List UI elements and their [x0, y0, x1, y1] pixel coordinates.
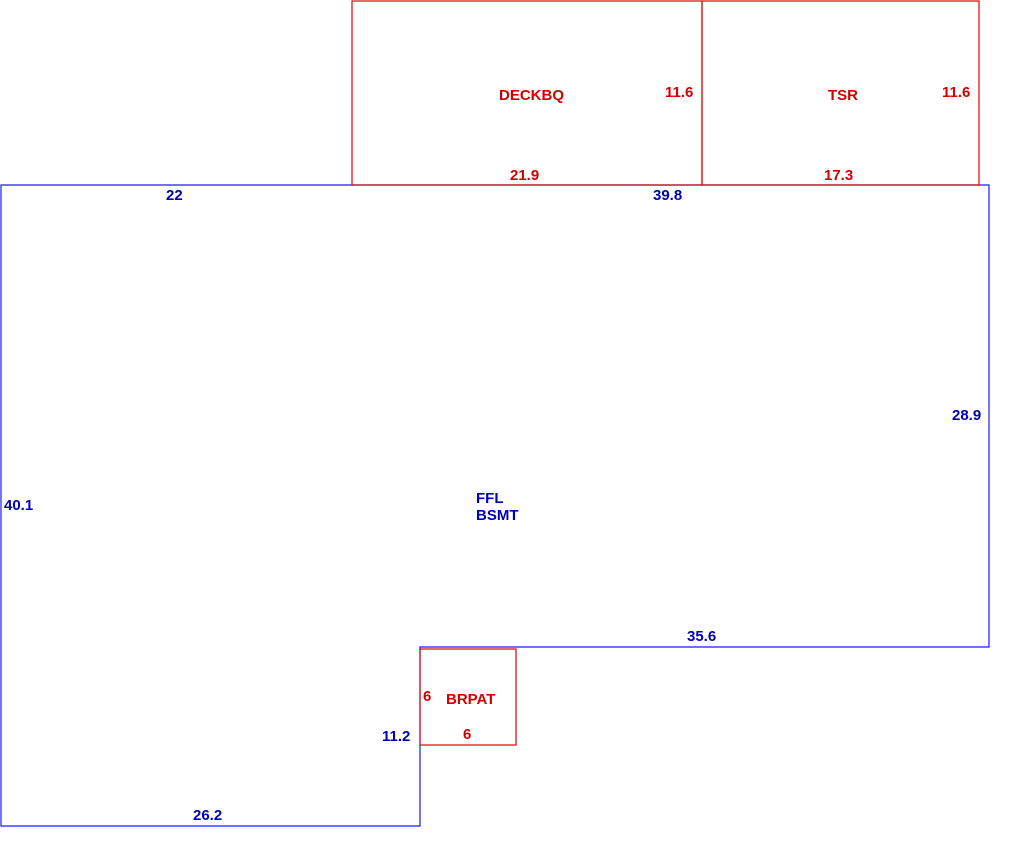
main-dim-right: 28.9: [952, 407, 981, 424]
main-dim-bottom: 26.2: [193, 807, 222, 824]
tsr-name-label: TSR: [828, 87, 858, 104]
main-area-outline: [0, 184, 990, 827]
tsr-width-label: 17.3: [824, 167, 853, 184]
main-dim-top-right: 39.8: [653, 187, 682, 204]
deck-width-label: 21.9: [510, 167, 539, 184]
patio-outline: [419, 648, 517, 746]
main-area-name-line1: FFL: [476, 490, 504, 507]
tsr-outline: [701, 0, 980, 186]
deck-depth-label: 11.6: [665, 84, 693, 101]
patio-name-label: BRPAT: [446, 691, 495, 708]
patio-depth-label: 6: [423, 688, 431, 705]
main-dim-inner-horizontal: 35.6: [687, 628, 716, 645]
main-area-name-line2: BSMT: [476, 507, 519, 524]
main-dim-left: 40.1: [4, 497, 33, 514]
main-dim-top-left: 22: [166, 187, 183, 204]
deck-name-label: DECKBQ: [499, 87, 564, 104]
main-dim-inner-vertical: 11.2: [382, 728, 410, 745]
tsr-depth-label: 11.6: [942, 84, 970, 101]
patio-width-label: 6: [463, 726, 471, 743]
